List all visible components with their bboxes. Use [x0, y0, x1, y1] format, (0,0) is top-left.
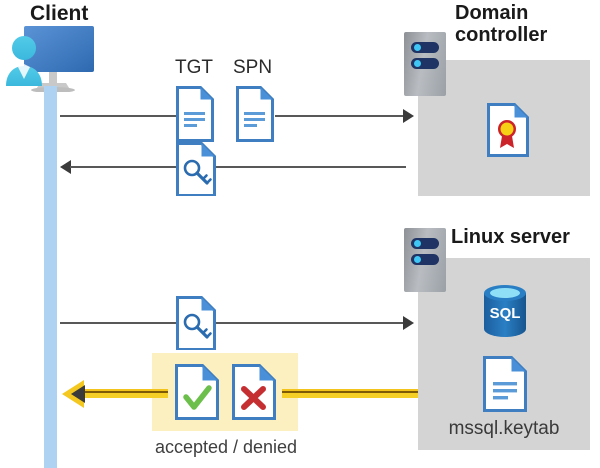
svg-text:SQL: SQL	[490, 305, 521, 322]
client-lifeline	[44, 86, 57, 468]
tgt-label: TGT	[175, 57, 213, 78]
flow-arrowhead-2	[60, 160, 71, 174]
flow-line-1a	[60, 115, 176, 117]
flow-line-1b	[275, 115, 403, 117]
flow-line-4a	[84, 389, 168, 398]
document-icon	[176, 86, 214, 142]
flow-arrowhead-4	[71, 385, 85, 403]
user-at-monitor-icon	[2, 24, 106, 93]
document-icon	[236, 86, 274, 142]
client-title: Client	[30, 2, 89, 25]
flow-arrowhead-1	[403, 109, 414, 123]
document-icon	[483, 356, 527, 412]
keytab-filename-label: mssql.keytab	[448, 418, 560, 439]
flow-arrowhead-3	[403, 316, 414, 330]
flow-line-2b	[216, 166, 406, 168]
document-with-certificate-icon	[487, 103, 529, 157]
flow-line-2a	[70, 166, 176, 168]
flow-line-3b	[216, 322, 403, 324]
accepted-denied-highlight	[152, 353, 298, 431]
document-with-cross-icon	[232, 364, 276, 420]
document-with-key-icon	[176, 296, 216, 350]
domain-controller-title: Domain controller	[455, 2, 548, 47]
spn-label: SPN	[233, 57, 273, 78]
server-rack-icon	[404, 32, 446, 96]
flow-line-3a	[60, 322, 176, 324]
linux-server-title: Linux server	[451, 226, 570, 248]
flow-line-4b	[282, 389, 418, 398]
document-with-key-icon	[176, 142, 216, 196]
sql-database-icon: SQL	[481, 283, 529, 339]
accepted-denied-label: accepted / denied	[154, 437, 298, 457]
server-rack-icon	[404, 228, 446, 292]
document-with-checkmark-icon	[175, 364, 219, 420]
